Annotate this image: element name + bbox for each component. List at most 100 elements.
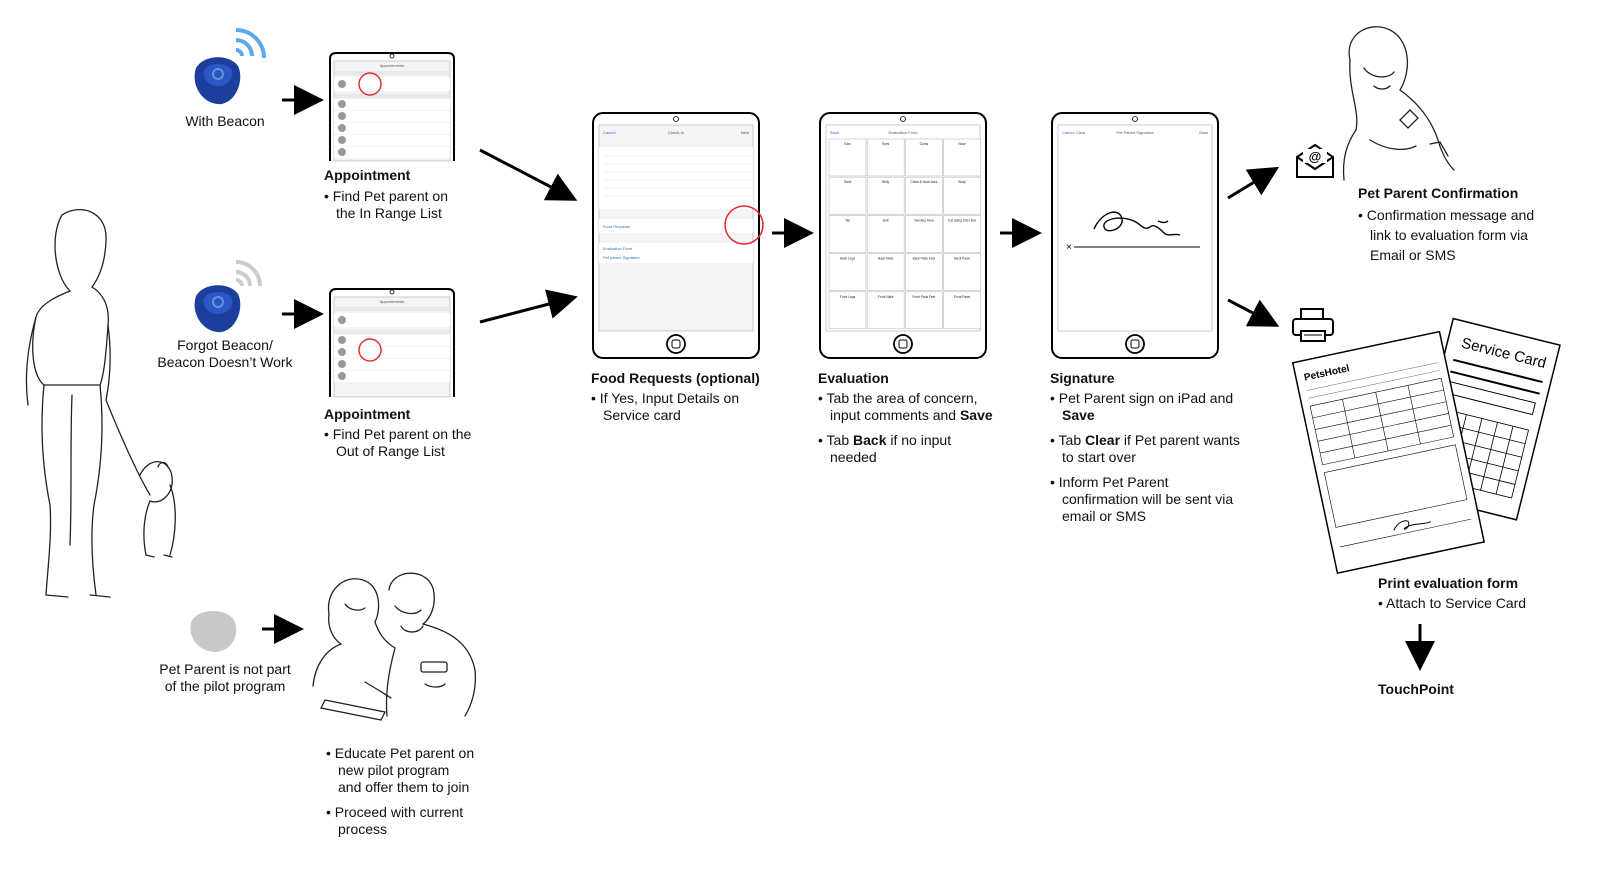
clear-keyword: Clear — [1085, 432, 1121, 448]
food-requests-bullet: If Yes, Input Details on Service card — [591, 390, 751, 424]
food-requests-row: Food Requests — [603, 224, 630, 229]
evaluation-cell[interactable] — [828, 253, 867, 291]
evaluation-cell-label: Front Pads Feet — [912, 295, 935, 299]
pet-parent-reading-phone-illustration — [1342, 26, 1455, 181]
save-keyword-2: Save — [1062, 407, 1095, 423]
evaluation-bullet-1: Tab the area of concern, input comments … — [818, 390, 998, 424]
evaluation-cell-label: Teeth — [844, 180, 852, 184]
evaluation-cell[interactable] — [905, 253, 943, 291]
evaluation-title: Evaluation — [818, 370, 889, 386]
check-in-screen-title: Check-In — [668, 130, 684, 135]
signature-x-mark: × — [1066, 242, 1072, 253]
beacon-gray-icon — [190, 611, 237, 652]
evaluation-cell-label: Back Nails — [878, 257, 893, 261]
evaluation-cell[interactable] — [905, 138, 943, 177]
evaluation-cell[interactable] — [828, 291, 867, 330]
evaluation-cell-label: Body — [958, 180, 966, 184]
evaluation-bullet-2-post: if no input needed — [830, 432, 952, 465]
print-title: Print evaluation form — [1378, 575, 1519, 591]
educate-bullets: Educate Pet parent on new pilot program … — [326, 745, 476, 846]
evaluation-cell[interactable] — [866, 138, 905, 177]
evaluation-cell-label: Chest & Neck Area — [910, 180, 937, 184]
evaluation-cell[interactable] — [828, 215, 867, 253]
evaluation-bullet-2: Tab Back if no input needed — [818, 432, 998, 466]
evaluation-cell[interactable] — [828, 176, 867, 215]
evaluation-cell[interactable] — [943, 176, 981, 215]
signature-bullet-3: Inform Pet Parent confirmation will be s… — [1050, 474, 1240, 525]
email-envelope-icon: @ — [1296, 143, 1334, 178]
with-beacon-label: With Beacon — [185, 113, 265, 129]
appointment-in-range-title: Appointment — [324, 167, 411, 183]
appointment-in-range-bullets: Find Pet parent on the In Range List — [324, 188, 464, 230]
evaluation-bullet-1-text: Tab the area of concern, input comments … — [826, 390, 978, 423]
signature-row: Pet parent Signature — [603, 255, 640, 260]
educate-bullet-1: Educate Pet parent on new pilot program … — [326, 745, 476, 796]
back-keyword: Back — [853, 432, 887, 448]
forgot-beacon-label-line1: Forgot Beacon/ — [177, 337, 273, 353]
signature-bullet-1: Pet Parent sign on iPad and Save — [1050, 390, 1240, 424]
beacon-signal-gray-icon — [194, 260, 262, 333]
evaluation-back: Back — [830, 130, 839, 135]
confirmation-title: Pet Parent Confirmation — [1358, 185, 1519, 201]
signature-screen-title: Pet Parent Signature — [1116, 130, 1154, 135]
signature-bullet-2: Tab Clear if Pet parent wants to start o… — [1050, 432, 1240, 466]
food-requests-bullets: If Yes, Input Details on Service card — [591, 390, 751, 432]
not-in-pilot-label: Pet Parent is not part of the pilot prog… — [140, 661, 310, 695]
evaluation-cell-label: Ears — [844, 142, 851, 146]
evaluation-cell[interactable] — [905, 176, 943, 215]
evaluation-cell[interactable] — [943, 215, 981, 253]
evaluation-cell-label: Cat Using Litter Box — [948, 218, 977, 222]
evaluation-cell-label: Back Pads Feet — [913, 257, 936, 261]
evaluation-cell[interactable] — [866, 176, 905, 215]
evaluation-cell-label: Tail — [845, 218, 850, 222]
appointment-out-range-title: Appointment — [324, 406, 411, 422]
appointment-out-range-bullets: Find Pet parent on the Out of Range List — [324, 426, 474, 468]
appointments-screen-title-2: Appointments — [380, 299, 404, 304]
evaluation-cell[interactable] — [866, 215, 905, 253]
evaluation-cell[interactable] — [828, 138, 867, 177]
signature-title: Signature — [1050, 370, 1115, 386]
evaluation-cell[interactable] — [943, 138, 981, 177]
evaluation-cell-label: Front Nails — [878, 295, 894, 299]
evaluation-bullet-2-pre: Tab — [826, 432, 854, 448]
staff-educating-pet-parent-illustration — [312, 572, 477, 721]
food-requests-title: Food Requests (optional) — [591, 370, 760, 386]
evaluation-cell-label: Front Legs — [840, 295, 856, 299]
evaluation-cell[interactable] — [943, 291, 981, 330]
signature-cancel: Cancel — [1062, 130, 1075, 135]
signature-clear: Clear — [1076, 130, 1086, 135]
printer-icon — [1292, 308, 1334, 342]
woman-walking-dog-illustration — [25, 209, 176, 598]
evaluation-cell-label: Eyes — [882, 142, 889, 146]
signature-bullet-1-pre: Pet Parent sign on iPad and — [1058, 390, 1234, 406]
confirmation-bullets: Confirmation message and link to evaluat… — [1358, 205, 1538, 273]
evaluation-cell[interactable] — [905, 291, 943, 330]
confirmation-bullet: Confirmation message and link to evaluat… — [1358, 205, 1538, 265]
ipad-appointments-out-of-range: Appointments — [329, 288, 455, 398]
evaluation-cell-label: Belly — [882, 180, 889, 184]
ipad-signature: Cancel Clear Pet Parent Signature Save × — [1051, 112, 1219, 359]
evaluation-cell[interactable] — [866, 291, 905, 330]
check-in-next: Next — [741, 130, 750, 135]
check-in-cancel: Cancel — [603, 130, 616, 135]
ipad-check-in: Cancel Check-In Next Food Requests Evalu… — [592, 112, 764, 359]
forgot-beacon-label-line2: Beacon Doesn’t Work — [157, 354, 293, 370]
signature-bullet-2-pre: Tab — [1058, 432, 1086, 448]
educate-bullet-2: Proceed with current process — [326, 804, 476, 838]
signature-bullets: Pet Parent sign on iPad and Save Tab Cle… — [1050, 390, 1240, 533]
evaluation-cell-label: Back Legs — [840, 257, 855, 261]
arrow-out-range-to-food — [479, 289, 578, 324]
evaluation-screen-title: Evaluation Form — [888, 130, 918, 135]
evaluation-cell[interactable] — [943, 253, 981, 291]
evaluation-cell[interactable] — [866, 253, 905, 291]
evaluation-cell[interactable] — [905, 215, 943, 253]
evaluation-cell-label: Back Paws — [954, 257, 970, 261]
print-bullet: Attach to Service Card — [1378, 595, 1548, 612]
evaluation-form-row: Evaluation Form — [603, 246, 633, 251]
arrow-signature-to-confirmation — [1227, 166, 1280, 200]
evaluation-cell-label: Butt — [883, 218, 889, 222]
touchpoint-label: TouchPoint — [1378, 681, 1454, 697]
